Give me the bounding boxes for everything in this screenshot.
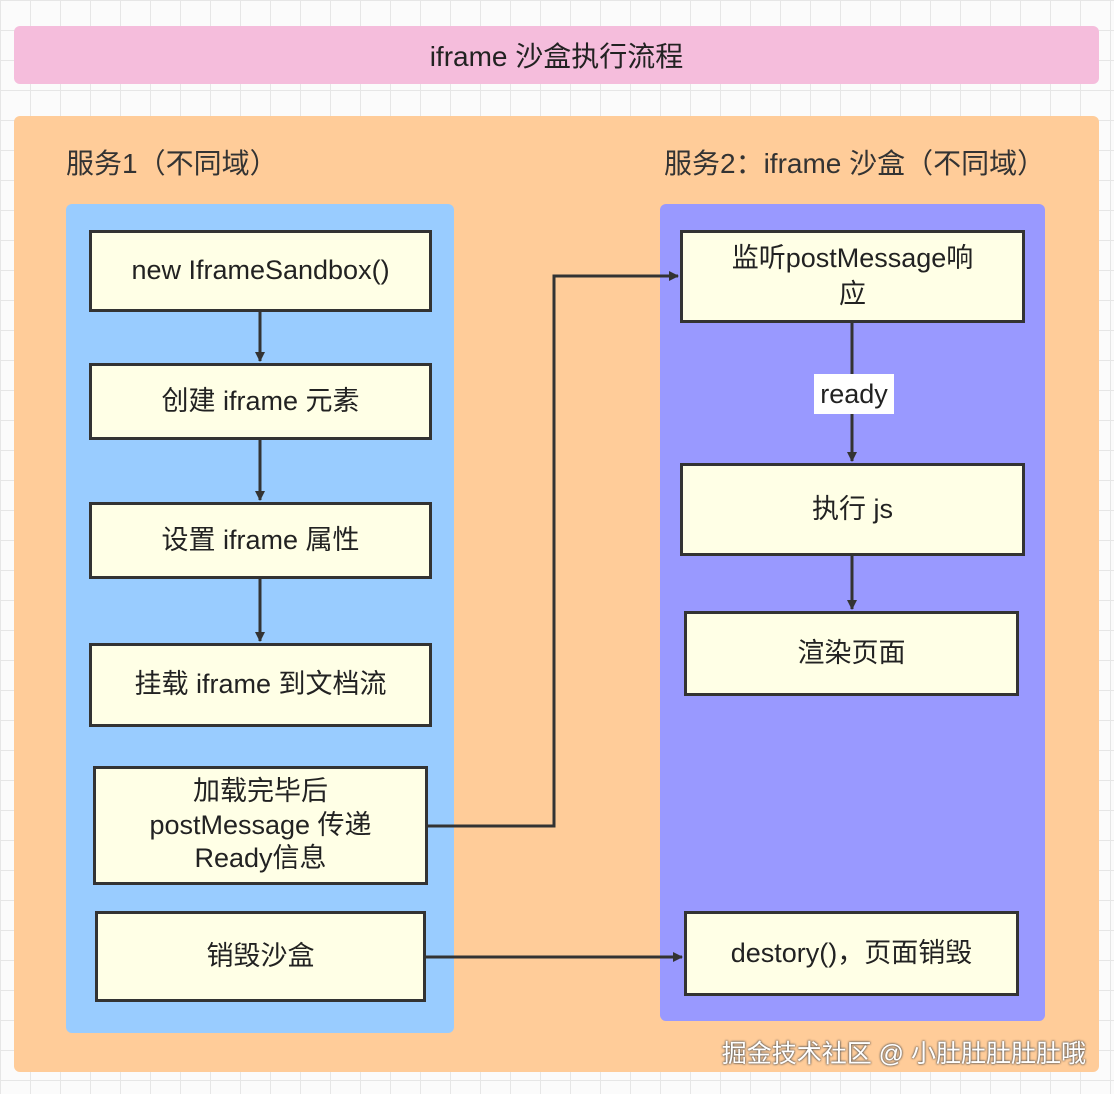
node-loaded-line1: 加载完毕后 — [193, 775, 328, 806]
node-listen-postmessage: 监听postMessage响 应 — [680, 230, 1025, 323]
node-new-sandbox: new IframeSandbox() — [89, 230, 432, 312]
watermark: 掘金技术社区 @ 小肚肚肚肚肚哦 — [721, 1040, 1086, 1068]
node-exec-js-label: 执行 js — [812, 493, 893, 524]
node-set-attrs-label: 设置 iframe 属性 — [161, 524, 360, 555]
node-destroy-sandbox-label: 销毁沙盒 — [206, 940, 315, 971]
lane-service1 — [66, 204, 454, 1033]
lane-label-service2: 服务2：iframe 沙盒（不同域） — [664, 148, 1046, 179]
node-loaded-line3: Ready信息 — [194, 843, 327, 874]
node-loaded-postmessage: 加载完毕后 postMessage 传递 Ready信息 — [93, 766, 428, 885]
node-create-iframe: 创建 iframe 元素 — [89, 363, 432, 440]
diagram-title: iframe 沙盒执行流程 — [14, 26, 1099, 84]
lane-label-service1: 服务1（不同域） — [66, 148, 278, 179]
node-loaded-line2: postMessage 传递 — [149, 809, 372, 840]
node-listen-line2: 应 — [839, 278, 866, 309]
node-new-sandbox-label: new IframeSandbox() — [131, 255, 390, 286]
node-exec-js: 执行 js — [680, 463, 1025, 556]
edge-label-ready: ready — [814, 374, 894, 414]
node-render-page: 渲染页面 — [684, 611, 1019, 696]
node-listen-line1: 监听postMessage响 — [731, 243, 974, 274]
node-set-attrs: 设置 iframe 属性 — [89, 502, 432, 579]
node-create-iframe-label: 创建 iframe 元素 — [161, 385, 360, 416]
node-render-page-label: 渲染页面 — [797, 637, 906, 668]
node-mount-iframe-label: 挂载 iframe 到文档流 — [134, 669, 387, 700]
node-mount-iframe: 挂载 iframe 到文档流 — [89, 643, 432, 727]
node-destroy-page: destory()，页面销毁 — [684, 911, 1019, 996]
node-destroy-page-label: destory()，页面销毁 — [730, 937, 973, 968]
node-destroy-sandbox: 销毁沙盒 — [95, 911, 426, 1002]
